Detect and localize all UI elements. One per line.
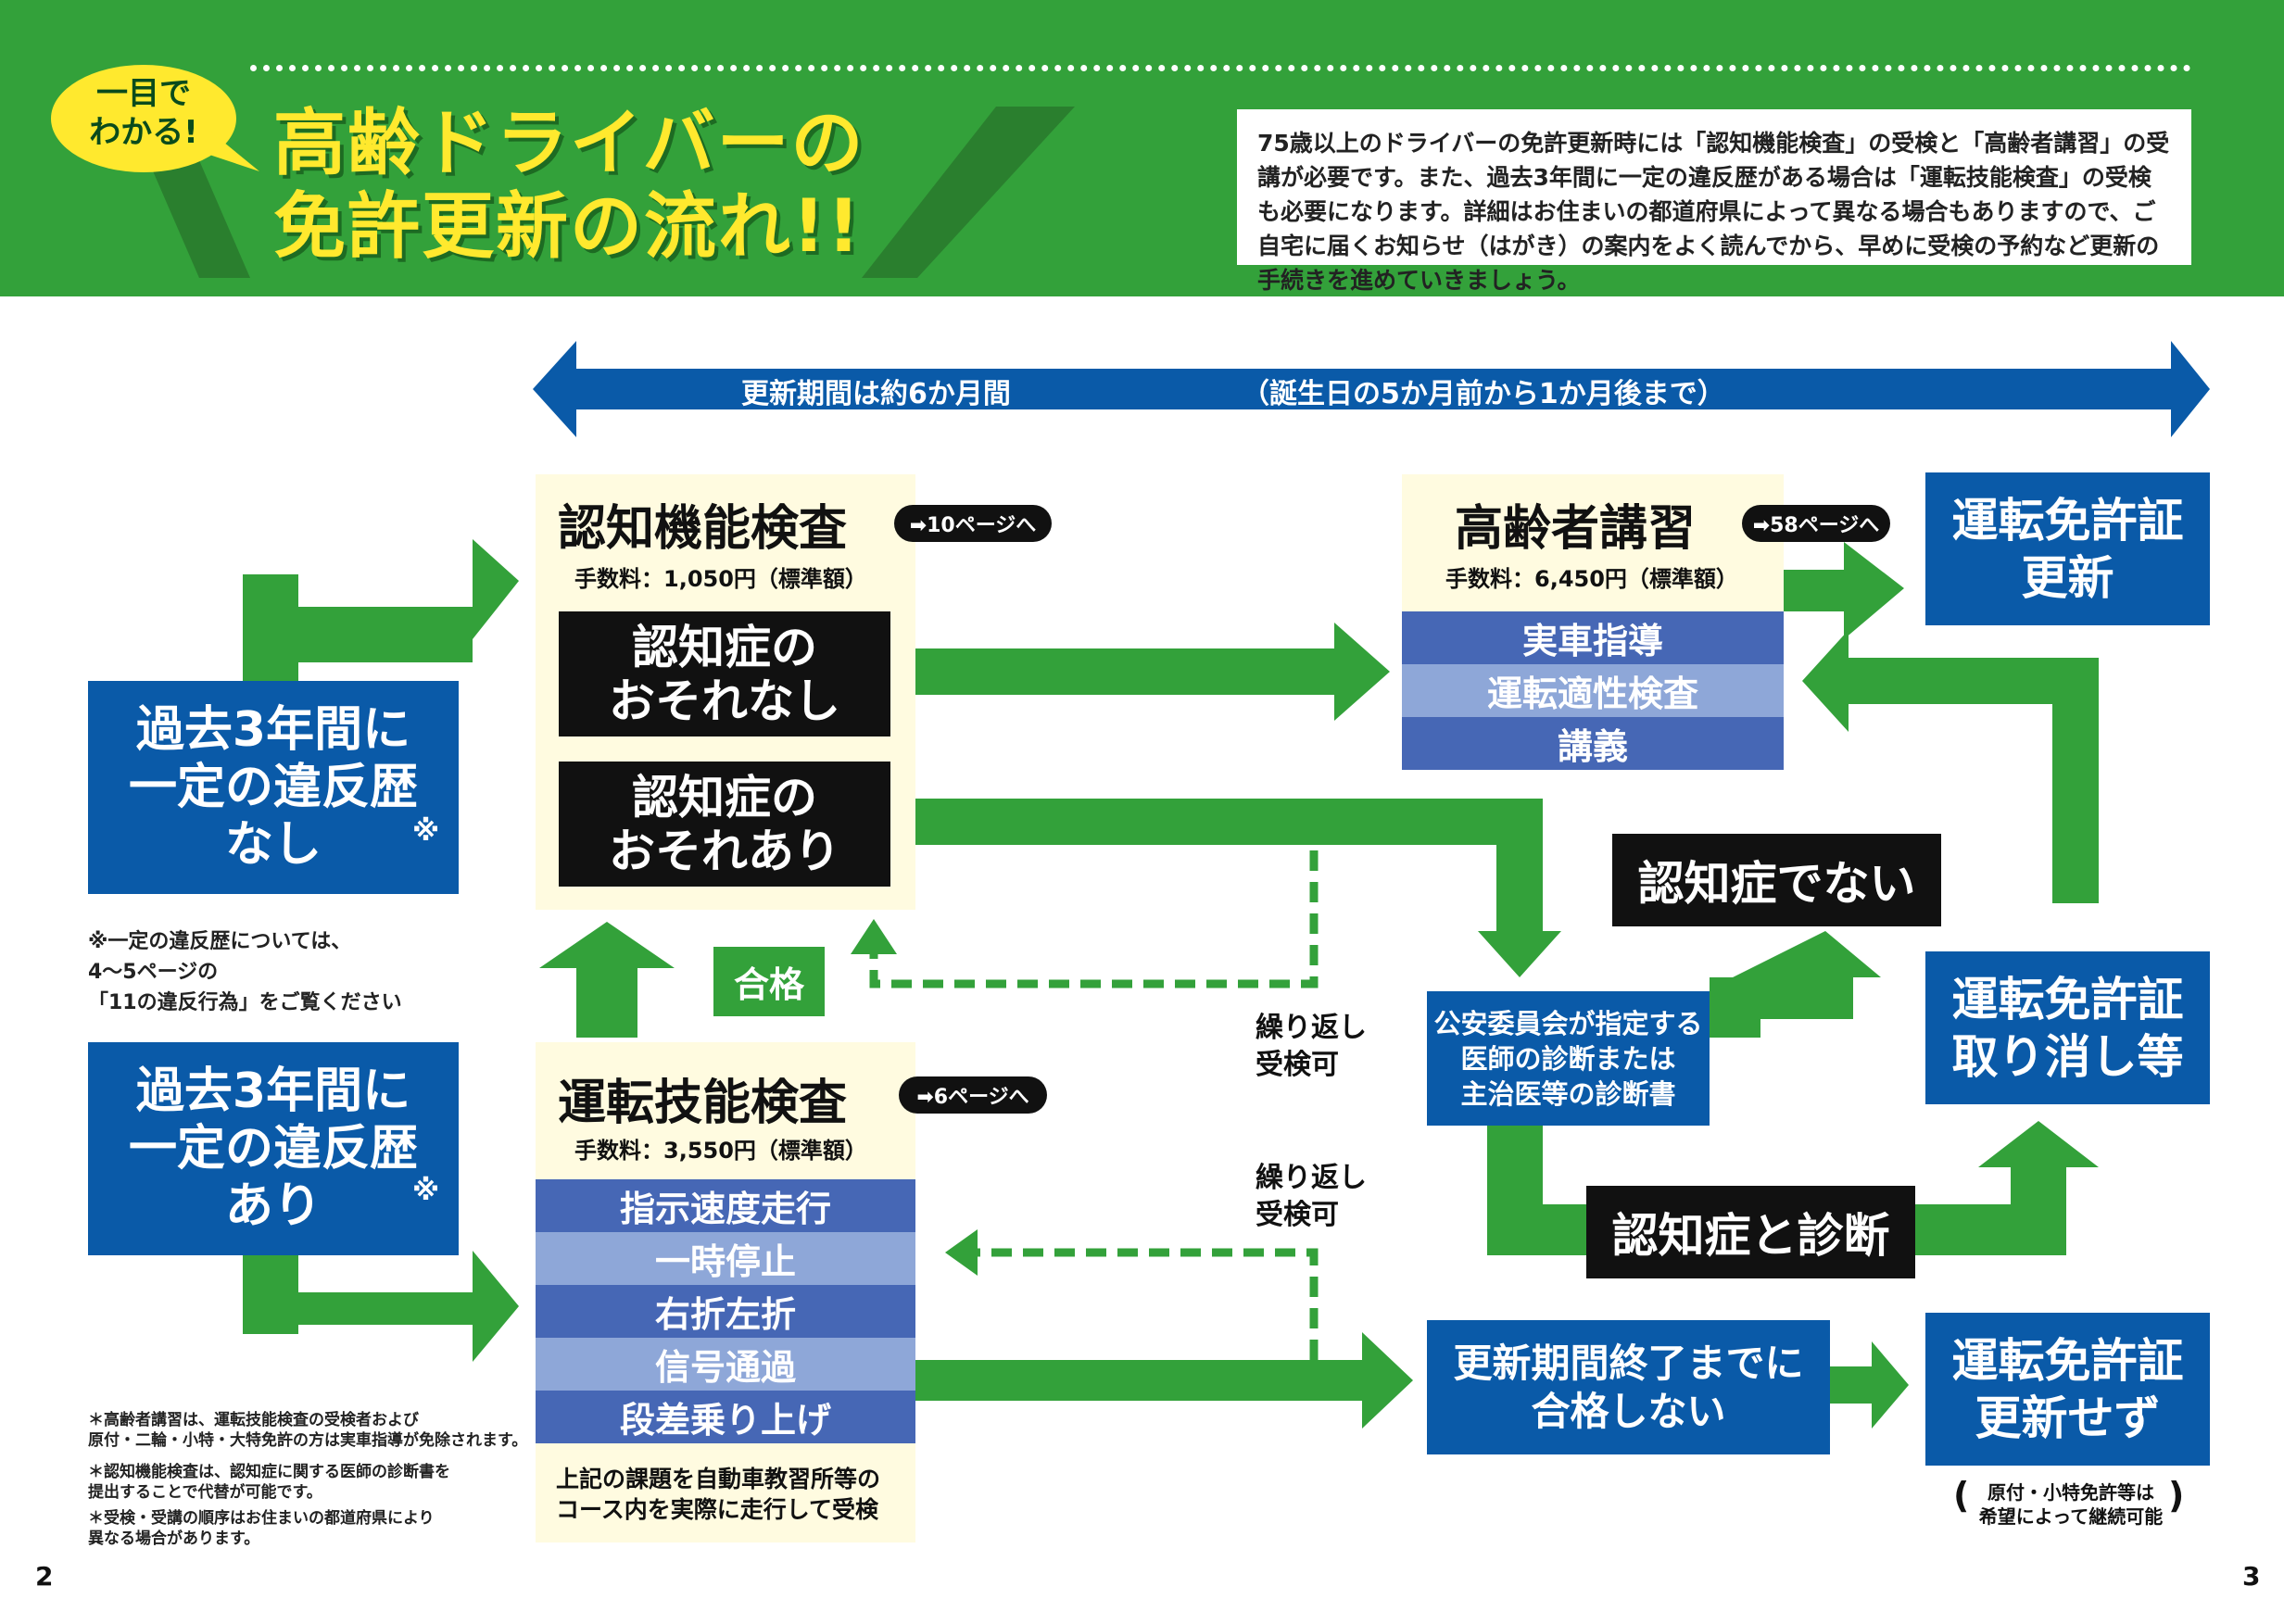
speed-stripe-right — [862, 107, 1075, 278]
cognitive-test-title: 認知機能検査 — [558, 501, 848, 557]
lecture-item: 実車指導 — [1402, 611, 1784, 664]
task-item: 一時停止 — [536, 1232, 915, 1285]
paren-close: ) — [2168, 1475, 2185, 1516]
footnote-1: ＊高齢者講習は、運転技能検査の受検者および 原付・二輪・小特・大特免許の方は実車… — [88, 1411, 528, 1450]
dotted-divider — [250, 65, 2191, 71]
lecture-panel — [1402, 474, 1784, 611]
arrow-driving-to-fail — [915, 1332, 1413, 1429]
no-violation-box: 過去3年間に 一定の違反歴 なし — [88, 681, 459, 894]
footnote-2: ＊認知機能検査は、認知症に関する医師の診断書を 提出することで代替が可能です。 — [88, 1463, 450, 1502]
lecture-item: 講義 — [1402, 717, 1784, 770]
no-renew-note: 原付・小特免許等は 希望によって継続可能 — [1978, 1481, 2164, 1528]
violation-asterisk: ※ — [412, 1175, 440, 1207]
driving-note: 上記の課題を自動車教習所等の コース内を実際に走行して受検 — [556, 1466, 881, 1523]
driving-page-link[interactable]: ➡6ページへ — [899, 1076, 1047, 1114]
outcome-revoke: 運転免許証 取り消し等 — [1925, 951, 2210, 1104]
arrow-not-dementia-to-lecture — [1802, 630, 2099, 903]
arrow-pass-up — [539, 922, 675, 1038]
period-detail: （誕生日の5か月前から1か月後まで） — [1242, 378, 1725, 410]
lecture-title: 高齢者講習 — [1455, 501, 1697, 557]
task-item: 段差乗り上げ — [536, 1391, 915, 1443]
arrow-risk-to-diagnosis — [915, 799, 1561, 977]
page-title-line1: 高齢ドライバーの — [273, 102, 865, 185]
period-double-arrow — [533, 341, 2210, 437]
task-item: 信号通過 — [536, 1338, 915, 1391]
arrow-lecture-to-renew — [1784, 542, 1904, 639]
footnote-3: ＊受検・受講の順序はお住まいの都道府県により 異なる場合があります。 — [88, 1509, 435, 1548]
result-risk: 認知症の おそれあり — [559, 762, 890, 887]
task-item: 右折左折 — [536, 1285, 915, 1338]
driving-fee: 手数料：3,550円（標準額） — [574, 1138, 867, 1164]
violation-note: ※一定の違反歴については、 4〜5ページの 「11の違反行為」をご覧ください — [88, 930, 402, 1014]
violation-box: 過去3年間に 一定の違反歴 あり — [88, 1042, 459, 1255]
pass-label: 合格 — [713, 947, 825, 1016]
retry-dashed-line-1 — [869, 850, 1319, 988]
cognitive-page-link[interactable]: ➡10ページへ — [894, 505, 1052, 542]
arrow-no-violation-to-cognitive — [243, 539, 519, 686]
cognitive-fee: 手数料：1,050円（標準額） — [574, 566, 867, 592]
header-graphics — [51, 65, 1075, 278]
arrow-no-violation-stem — [243, 574, 298, 686]
arrow-violation-to-driving — [243, 1251, 519, 1362]
dementia-label: 認知症と診断 — [1586, 1186, 1915, 1278]
period-label: 更新期間は約6か月間 — [741, 378, 1011, 410]
not-dementia-label: 認知症でない — [1612, 834, 1941, 926]
arrow-fail-to-no-renew — [1830, 1341, 1909, 1429]
page-number-right: 3 — [2242, 1561, 2261, 1592]
badge-bubble — [51, 65, 236, 172]
result-no-risk: 認知症の おそれなし — [559, 611, 890, 736]
header-badge: 一目で わかる! — [89, 75, 198, 151]
lecture-page-link[interactable]: ➡58ページへ — [1742, 505, 1890, 542]
outcome-renew: 運転免許証 更新 — [1925, 472, 2210, 625]
fail-box: 更新期間終了までに 合格しない — [1427, 1320, 1830, 1454]
no-violation-asterisk: ※ — [412, 815, 440, 848]
lecture-fee: 手数料：6,450円（標準額） — [1445, 566, 1738, 592]
page-number-left: 2 — [35, 1561, 54, 1592]
diagnosis-box: 公安委員会が指定する 医師の診断または 主治医等の診断書 — [1427, 991, 1710, 1126]
page-title-line2: 免許更新の流れ!! — [273, 185, 863, 269]
speed-stripe-left — [139, 139, 250, 278]
arrow-diagnosis-to-not-dementia — [1710, 931, 1881, 1019]
retry-arrowhead-1 — [851, 919, 897, 954]
badge-tail — [190, 130, 259, 171]
retry-label-1: 繰り返し 受検可 — [1256, 1012, 1367, 1081]
paren-open: ( — [1953, 1475, 1970, 1516]
retry-label-2: 繰り返し 受検可 — [1256, 1162, 1367, 1231]
task-item: 指示速度走行 — [536, 1179, 915, 1232]
intro-text-box: 75歳以上のドライバーの免許更新時には「認知機能検査」の受検と「高齢者講習」の受… — [1237, 109, 2191, 294]
retry-arrowhead-2 — [945, 1229, 978, 1276]
lecture-item: 運転適性検査 — [1402, 664, 1784, 717]
outcome-no-renew: 運転免許証 更新せず — [1925, 1313, 2210, 1466]
driving-test-title: 運転技能検査 — [558, 1076, 848, 1131]
arrow-ok-to-lecture — [915, 623, 1390, 721]
retry-dashed-line-2 — [964, 1248, 1319, 1360]
